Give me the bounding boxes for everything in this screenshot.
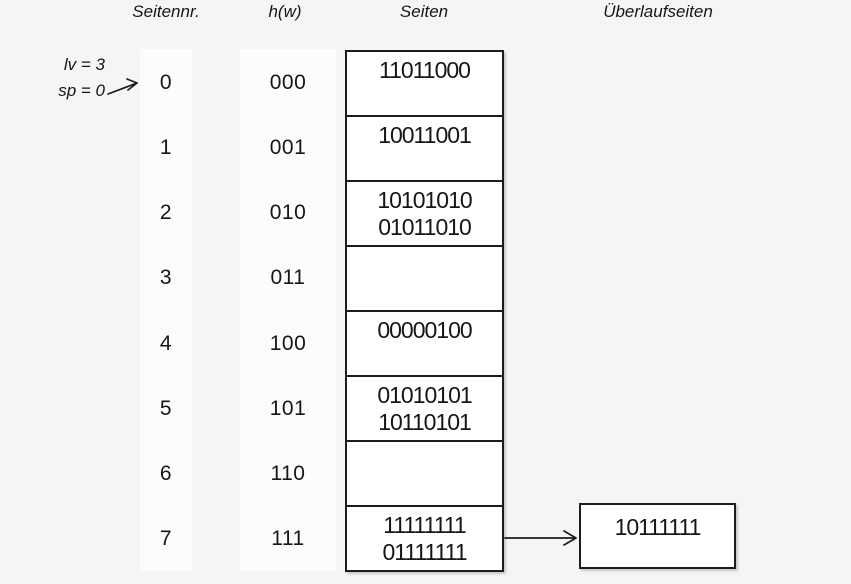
record-hash-value: 10011001 xyxy=(378,122,472,148)
hash-prefix: 100 xyxy=(269,331,307,355)
column-header-hw: h(w) xyxy=(268,2,302,21)
record-hash-value: 01010101 xyxy=(377,382,472,408)
page-number: 6 xyxy=(159,462,173,486)
page-number: 2 xyxy=(159,201,173,225)
record-hash-value: 01011010 xyxy=(378,214,472,240)
record-hash-value: 00000100 xyxy=(377,317,472,343)
page-bucket xyxy=(347,442,502,507)
overflow-link-arrow-icon xyxy=(504,530,577,546)
column-header-seitennr: Seitennr. xyxy=(132,2,200,21)
overflow-record-value: 10111111 xyxy=(614,514,702,540)
page-number: 1 xyxy=(159,135,173,159)
seitennr-column: 0 1 2 3 4 5 6 7 xyxy=(140,50,192,572)
page-bucket: 10011001 xyxy=(347,117,502,182)
overflow-page: 10111111 xyxy=(579,503,736,569)
hash-prefix: 101 xyxy=(269,396,307,420)
state-annotation: lv = 3 sp = 0 xyxy=(20,52,105,104)
page-number: 5 xyxy=(159,396,173,420)
hash-prefix: 000 xyxy=(269,70,307,94)
level-label: lv = 3 xyxy=(63,55,105,74)
page-bucket: 11011000 xyxy=(347,52,502,117)
page-number: 0 xyxy=(159,70,173,94)
hw-column: 000 001 010 011 100 101 110 111 xyxy=(240,50,336,572)
hw-column-strip xyxy=(240,49,336,571)
record-hash-value: 11011000 xyxy=(379,57,471,83)
split-pointer-arrow-icon xyxy=(107,78,138,95)
hash-prefix: 111 xyxy=(271,527,305,551)
split-pointer-label: sp = 0 xyxy=(58,81,105,100)
column-header-ueberlaufseiten: Überlaufseiten xyxy=(603,2,713,21)
hash-prefix: 010 xyxy=(269,201,307,225)
page-number: 4 xyxy=(159,331,173,355)
column-header-seiten: Seiten xyxy=(399,2,449,21)
seitennr-column-strip xyxy=(140,49,192,571)
hash-prefix: 001 xyxy=(269,135,307,159)
hash-prefix: 110 xyxy=(270,462,306,486)
record-hash-value: 01111111 xyxy=(382,539,467,565)
record-hash-value: 10110101 xyxy=(378,409,472,435)
page-number: 3 xyxy=(159,266,173,290)
record-hash-value: 10101010 xyxy=(377,187,472,213)
page-bucket: 00000100 xyxy=(347,312,502,377)
page-number: 7 xyxy=(159,527,173,551)
record-hash-value: 11111111 xyxy=(383,512,466,538)
page-bucket xyxy=(347,247,502,312)
hash-prefix: 011 xyxy=(270,266,306,290)
